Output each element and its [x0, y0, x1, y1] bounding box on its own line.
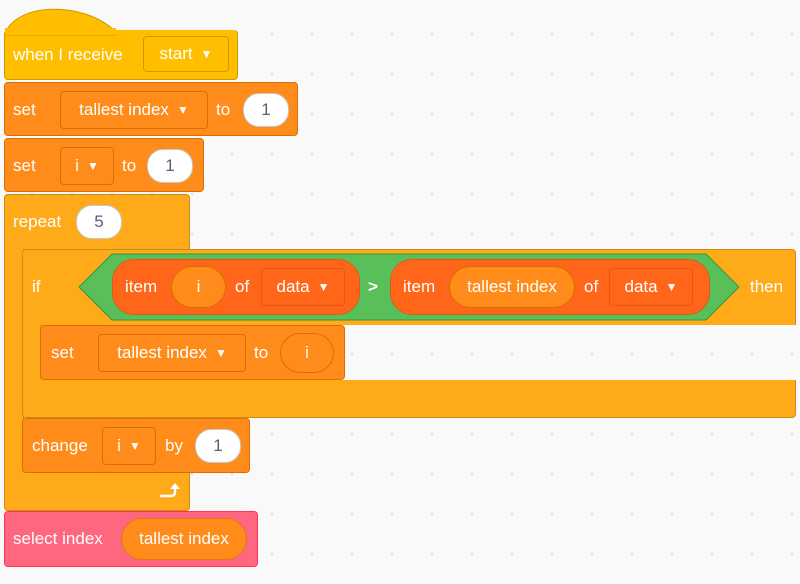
- to-label: to: [254, 343, 269, 362]
- item-label: item: [403, 277, 436, 296]
- variable-name: i: [75, 156, 79, 175]
- dropdown-arrow-icon: ▼: [128, 439, 141, 453]
- list-name: data: [624, 277, 658, 296]
- of-label: of: [584, 277, 599, 296]
- dropdown-arrow-icon: ▼: [317, 280, 330, 294]
- item-label: item: [125, 277, 158, 296]
- variable-dropdown[interactable]: tallest index ▼: [98, 334, 246, 372]
- set-label: set: [51, 343, 74, 362]
- i-variable-reporter[interactable]: i: [280, 333, 334, 373]
- variable-name: i: [117, 436, 121, 455]
- i-variable-reporter[interactable]: i: [171, 266, 226, 308]
- select-index-label: select index: [13, 529, 103, 548]
- dropdown-arrow-icon: ▼: [214, 346, 227, 360]
- to-label: to: [122, 156, 137, 175]
- change-label: change: [32, 436, 88, 455]
- if-label: if: [32, 277, 41, 296]
- to-label: to: [216, 100, 231, 119]
- message-dropdown[interactable]: start ▼: [143, 36, 229, 72]
- repeat-label: repeat: [13, 212, 62, 231]
- repeat-count-input[interactable]: 5: [76, 205, 122, 239]
- list-dropdown[interactable]: data ▼: [261, 268, 345, 306]
- list-name: data: [276, 277, 310, 296]
- message-value: start: [159, 44, 193, 63]
- variable-dropdown[interactable]: tallest index ▼: [60, 91, 208, 129]
- loop-arrow-icon: [159, 483, 180, 498]
- variable-dropdown[interactable]: i ▼: [102, 427, 156, 465]
- if-foot: [22, 380, 796, 418]
- by-label: by: [165, 436, 183, 455]
- repeat-arm: [4, 249, 24, 472]
- greater-than-symbol: >: [368, 277, 378, 296]
- variable-name: tallest index: [117, 343, 207, 362]
- if-arm: [22, 324, 42, 381]
- change-value-input[interactable]: 1: [195, 429, 241, 463]
- dropdown-arrow-icon: ▼: [176, 103, 189, 117]
- when-i-receive-label: when I receive: [13, 45, 123, 64]
- repeat-foot: [4, 471, 190, 511]
- variable-dropdown[interactable]: i ▼: [60, 147, 114, 185]
- value-input[interactable]: 1: [147, 149, 193, 183]
- dropdown-arrow-icon: ▼: [200, 47, 213, 61]
- tallest-index-variable-reporter[interactable]: tallest index: [449, 266, 575, 308]
- tallest-index-argument[interactable]: tallest index: [121, 518, 247, 560]
- list-dropdown[interactable]: data ▼: [609, 268, 693, 306]
- then-label: then: [750, 277, 784, 296]
- value-input[interactable]: 1: [243, 93, 289, 127]
- set-label: set: [13, 156, 36, 175]
- dropdown-arrow-icon: ▼: [86, 159, 99, 173]
- set-label: set: [13, 100, 36, 119]
- variable-name: tallest index: [79, 100, 169, 119]
- dropdown-arrow-icon: ▼: [665, 280, 678, 294]
- of-label: of: [235, 277, 250, 296]
